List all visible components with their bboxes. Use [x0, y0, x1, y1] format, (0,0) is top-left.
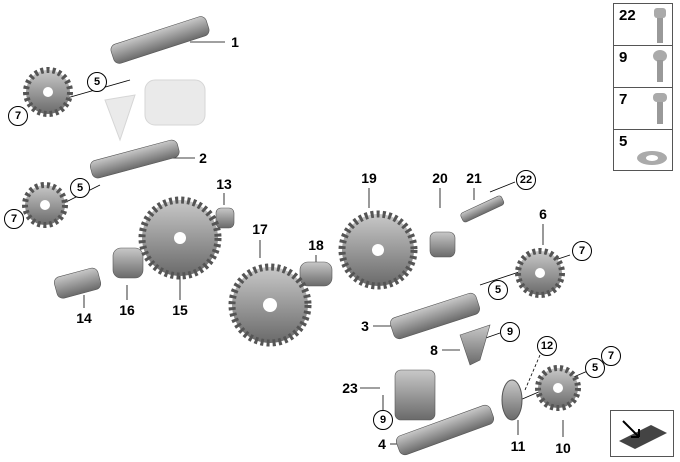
bolt-icon: [653, 93, 667, 124]
circled-label-5: 5: [488, 280, 508, 300]
circled-label-7: 7: [572, 241, 592, 261]
long-bolt-icon: [654, 8, 666, 43]
part-label-11: 11: [510, 438, 526, 454]
part-label-4: 4: [378, 436, 386, 452]
pin-21: [460, 195, 505, 223]
part-label-14: 14: [76, 310, 92, 326]
legend-number: 7: [619, 91, 628, 108]
bearing-13: [215, 207, 235, 229]
circled-label-5: 5: [70, 178, 90, 198]
circled-label-7: 7: [601, 346, 621, 366]
part-label-23: 23: [342, 380, 358, 396]
camshaft-3: [390, 292, 480, 340]
sleeve-18: [299, 261, 333, 287]
bushing-16: [112, 247, 144, 279]
part-label-15: 15: [172, 302, 188, 318]
legend-row: 9: [614, 46, 672, 88]
legend-row: 5: [614, 130, 672, 171]
legend-number: 9: [619, 49, 628, 66]
circled-label-12: 12: [537, 336, 557, 356]
circled-label-5: 5: [585, 358, 605, 378]
camshaft-1: [110, 16, 210, 64]
circled-label-7: 7: [8, 106, 28, 126]
camshaft-2: [89, 139, 180, 179]
part-label-6: 6: [539, 206, 547, 222]
bearing-20: [429, 231, 456, 258]
washer-icon: [637, 151, 667, 165]
part-label-10: 10: [555, 440, 571, 456]
part-label-17: 17: [252, 221, 268, 237]
circled-label-5: 5: [87, 72, 107, 92]
circled-label-9: 9: [373, 410, 393, 430]
part-label-1: 1: [231, 34, 239, 50]
legend-row: 7: [614, 88, 672, 130]
bracket-23: [394, 369, 436, 421]
circled-label-22: 22: [516, 170, 536, 190]
assembly-orientation-icon: [610, 410, 674, 457]
bolt-14: [53, 267, 102, 299]
part-label-16: 16: [119, 302, 135, 318]
part-label-2: 2: [199, 150, 207, 166]
part-label-8: 8: [430, 342, 438, 358]
circled-label-9: 9: [500, 322, 520, 342]
legend-number: 5: [619, 133, 628, 150]
legend-row: 22: [614, 4, 672, 46]
part-label-20: 20: [432, 170, 448, 186]
part-label-13: 13: [216, 176, 232, 192]
part-label-3: 3: [361, 318, 369, 334]
camshaft-4: [395, 404, 495, 456]
disc-11: [501, 379, 523, 421]
part-label-18: 18: [308, 237, 324, 253]
button-head-bolt-icon: [653, 50, 667, 82]
fastener-legend: 22 9 7 5: [613, 3, 673, 171]
lever-8: [459, 324, 491, 366]
legend-number: 22: [619, 7, 636, 24]
part-label-19: 19: [361, 170, 377, 186]
part-label-21: 21: [466, 170, 482, 186]
circled-label-7: 7: [4, 209, 24, 229]
